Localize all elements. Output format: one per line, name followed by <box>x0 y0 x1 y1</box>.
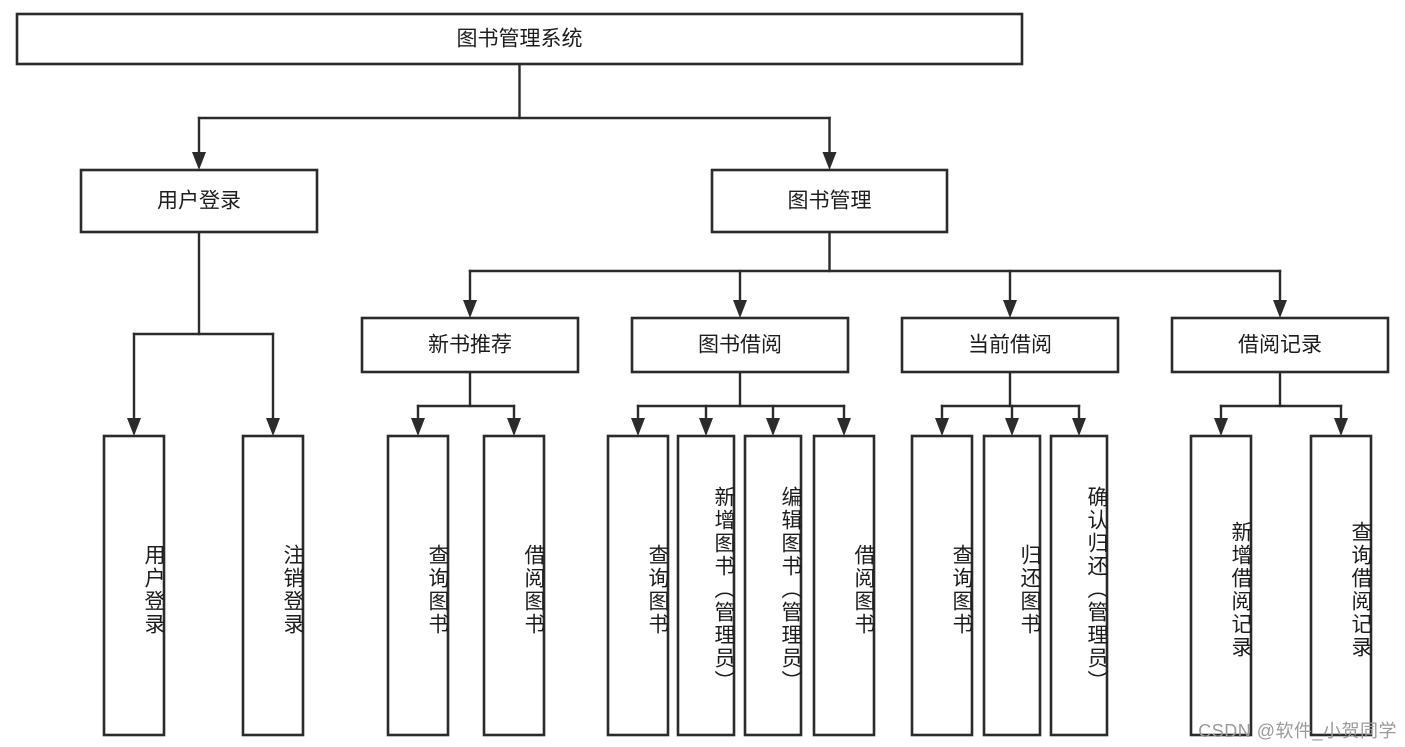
arrowhead-leaf-1 <box>266 418 280 436</box>
arrowhead-leaf-7 <box>837 418 851 436</box>
boxes-layer <box>15 12 1390 737</box>
node-leaf-9[interactable] <box>982 434 1042 737</box>
node-level2-1[interactable] <box>710 168 949 234</box>
node-leaf-12[interactable] <box>1309 434 1373 737</box>
arrowhead-leaf-0 <box>127 418 141 436</box>
node-leaf-11[interactable] <box>1189 434 1253 737</box>
node-level3-0[interactable] <box>360 316 580 374</box>
node-leaf-4[interactable] <box>606 434 670 737</box>
node-leaf-1[interactable] <box>241 434 305 737</box>
csdn-watermark: CSDN @软件_小贺同学 <box>1198 721 1397 741</box>
arrowhead-level3-1 <box>733 300 747 318</box>
arrowhead-leaf-5 <box>699 418 713 436</box>
node-level3-label-1: 图书借阅 <box>698 334 782 357</box>
node-level3-3[interactable] <box>1170 316 1390 374</box>
node-root[interactable] <box>15 12 1024 66</box>
node-level3-2[interactable] <box>900 316 1120 374</box>
node-leaf-5[interactable] <box>676 434 736 737</box>
arrowhead-leaf-9 <box>1005 418 1019 436</box>
node-level3-label-0: 新书推荐 <box>428 334 512 357</box>
node-leaf-6[interactable] <box>743 434 803 737</box>
arrowhead-level3-3 <box>1273 300 1287 318</box>
node-leaf-2[interactable] <box>386 434 450 737</box>
node-leaf-8[interactable] <box>910 434 974 737</box>
node-root-label: 图书管理系统 <box>457 28 583 51</box>
arrowhead-leaf-4 <box>631 418 645 436</box>
node-leaf-3[interactable] <box>482 434 546 737</box>
arrowhead-leaf-2 <box>411 418 425 436</box>
arrowhead-leaf-6 <box>766 418 780 436</box>
arrowhead-leaf-10 <box>1072 418 1086 436</box>
node-level2-label-0: 用户登录 <box>157 190 241 213</box>
node-level3-label-2: 当前借阅 <box>968 334 1052 357</box>
arrowhead-leaf-12 <box>1334 418 1348 436</box>
arrowhead-leaf-11 <box>1214 418 1228 436</box>
arrowhead-level3-0 <box>463 300 477 318</box>
node-level2-label-1: 图书管理 <box>788 190 872 213</box>
node-level3-label-3: 借阅记录 <box>1238 334 1322 357</box>
arrowhead-level2-0 <box>192 152 206 170</box>
arrowhead-leaf-3 <box>507 418 521 436</box>
arrowhead-level2-1 <box>822 152 837 170</box>
node-level2-0[interactable] <box>79 168 319 234</box>
node-level3-1[interactable] <box>630 316 850 374</box>
arrowhead-level3-2 <box>1003 300 1017 318</box>
arrowhead-leaf-8 <box>935 418 949 436</box>
edges-layer <box>127 62 1348 436</box>
node-leaf-10[interactable] <box>1049 434 1109 737</box>
node-leaf-7[interactable] <box>812 434 876 737</box>
node-leaf-0[interactable] <box>102 434 166 737</box>
